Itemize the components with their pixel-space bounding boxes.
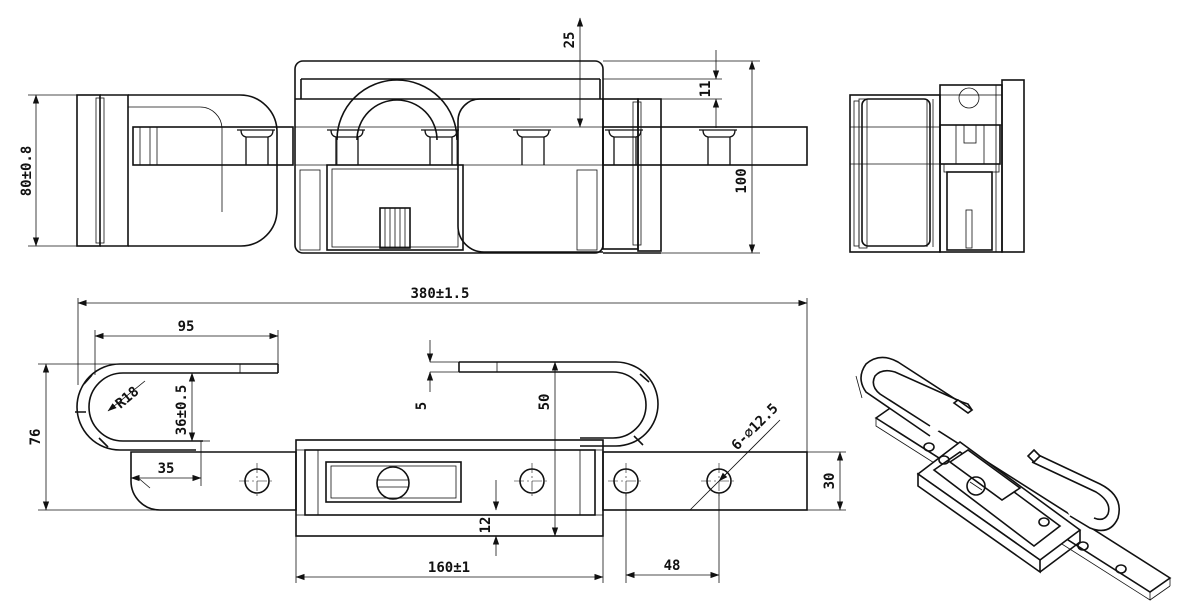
dim-radius: R18 [113, 384, 143, 413]
isometric-view [855, 356, 1172, 601]
side-elevation-view [849, 79, 1025, 253]
dim-height-100: 100 [734, 168, 750, 193]
mounting-holes [239, 463, 737, 499]
dim-body-12: 12 [478, 517, 494, 534]
dim-loop-50: 50 [537, 394, 553, 411]
dim-hole-pitch: 48 [664, 558, 681, 574]
front-elevation-view: 80±0.8 100 25 11 [19, 17, 808, 254]
dim-gap-5: 5 [414, 402, 430, 410]
dim-hasp-length: 95 [178, 319, 195, 335]
screw-heads [237, 129, 737, 165]
dim-front-height: 80±0.8 [19, 146, 35, 197]
dim-top-25: 25 [562, 32, 578, 49]
dim-body-width: 160±1 [428, 560, 470, 576]
dim-offset-35: 35 [158, 461, 175, 477]
dim-hasp-gap: 36±0.5 [174, 385, 190, 436]
dim-plate-30: 30 [822, 473, 838, 490]
dim-top-11: 11 [698, 81, 714, 98]
dim-holes: 6-⌀12.5 [729, 401, 782, 454]
plan-view: 380±1.5 95 R18 36±0.5 76 35 5 50 [28, 286, 846, 583]
dim-height-76: 76 [28, 429, 44, 446]
dim-overall-length: 380±1.5 [410, 286, 469, 302]
